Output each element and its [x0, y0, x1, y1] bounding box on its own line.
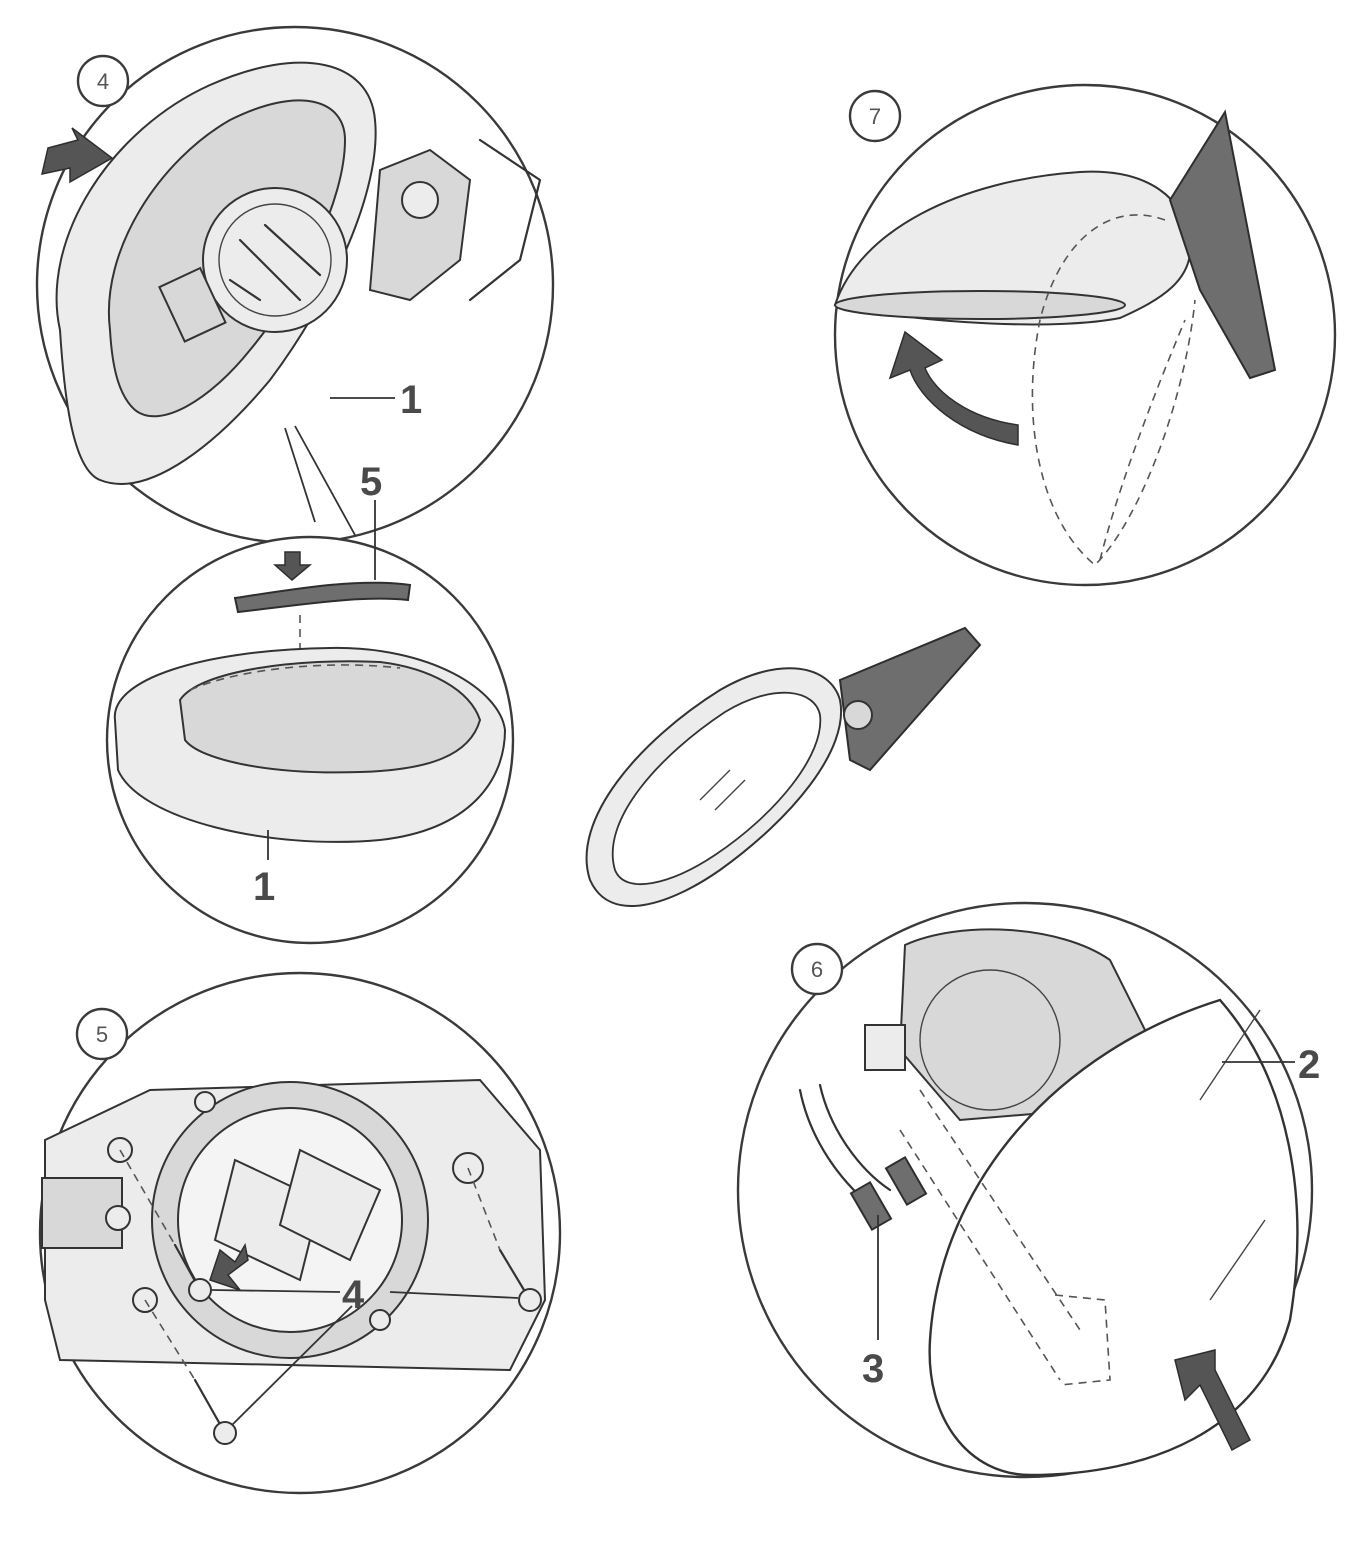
push-arrow-step-4 [41, 127, 114, 184]
callout-4-leader-right [389, 1291, 519, 1299]
mirror-mount [368, 138, 542, 302]
callout-4-leader-down [231, 1305, 353, 1426]
step-4-panel: 4 1 [35, 25, 555, 545]
screw-2 [144, 1299, 237, 1445]
mirror-base-center [838, 626, 982, 772]
callout-4-leader-left [211, 1289, 341, 1293]
mirror-base-plate [1168, 109, 1277, 380]
callout-4: 4 [342, 1273, 365, 1317]
step-4-badge [76, 54, 130, 108]
gasket-down-arrow [273, 551, 313, 581]
step-7-badge [848, 89, 902, 143]
mirror-motor [158, 187, 348, 343]
wire-connectors [798, 1083, 928, 1232]
push-arrow-step-6 [1174, 1349, 1251, 1452]
step-6-badge [790, 942, 844, 996]
step-4-number: 4 [97, 69, 109, 94]
callout-5: 5 [360, 460, 382, 504]
gasket-strip [233, 581, 412, 614]
callout-3: 3 [862, 1347, 884, 1391]
callout-1-bottom: 1 [253, 865, 275, 909]
step-7-panel: 7 [833, 83, 1337, 587]
step-5-number: 5 [96, 1022, 108, 1047]
step-6-panel: 2 3 6 [736, 901, 1320, 1479]
push-arrow-step-5 [209, 1242, 249, 1292]
zoom-line-left [284, 427, 316, 523]
screw-3 [467, 1167, 542, 1312]
gasket-detail-panel: 5 1 [105, 460, 515, 945]
folded-outline [1031, 214, 1196, 567]
step-6-number: 6 [811, 957, 823, 982]
fold-rotation-arrow [888, 330, 1019, 446]
callout-1-top: 1 [400, 378, 422, 422]
step-5-panel: 4 5 [38, 971, 562, 1495]
zoom-line-right [294, 425, 356, 536]
interior-bracket [864, 1024, 906, 1071]
screw-1 [119, 1149, 212, 1302]
step-5-badge [75, 1007, 129, 1061]
callout-2: 2 [1298, 1043, 1320, 1087]
complete-mirror [585, 626, 982, 907]
step-7-number: 7 [869, 104, 881, 129]
mirror-glass-center [611, 691, 822, 886]
